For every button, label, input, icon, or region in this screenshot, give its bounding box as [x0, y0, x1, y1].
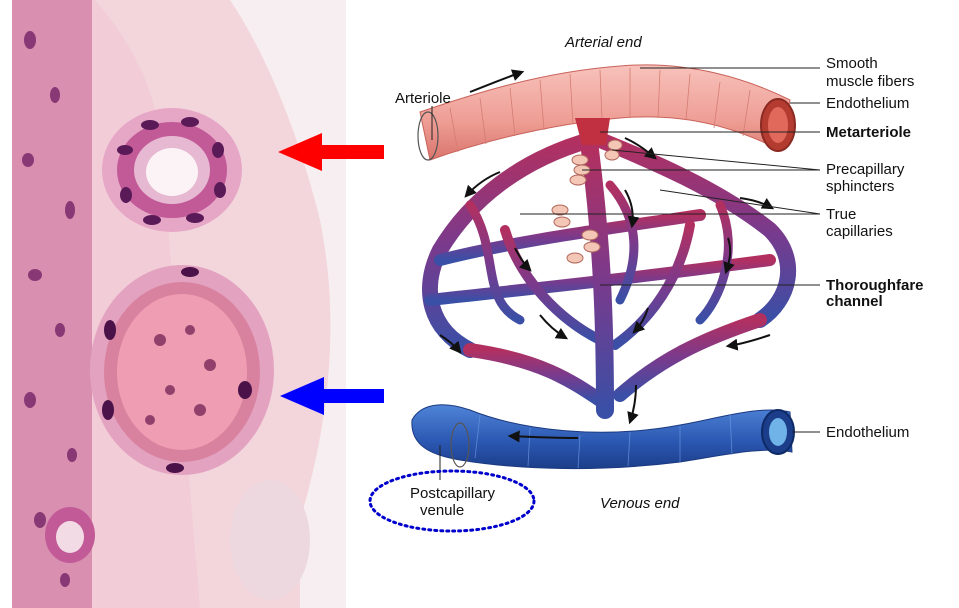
label-arterial-end: Arterial end: [564, 34, 642, 51]
label-postcapillary-line2: venule: [420, 502, 464, 519]
label-smooth-muscle-line2: muscle fibers: [826, 73, 914, 90]
label-endothelium-top: Endothelium: [826, 95, 909, 112]
label-thoroughfare-line1: Thoroughfare: [826, 277, 924, 294]
venule-cross-section: [90, 265, 274, 475]
label-true-capillaries-line1: True: [826, 206, 856, 223]
label-venous-end: Venous end: [600, 495, 680, 512]
label-precapillary-line1: Precapillary: [826, 161, 905, 178]
arteriole-cross-section: [102, 108, 242, 232]
histology-micrograph: [12, 0, 346, 608]
label-smooth-muscle-line1: Smooth: [826, 55, 878, 72]
label-metarteriole: Metarteriole: [826, 124, 911, 141]
label-thoroughfare-line2: channel: [826, 293, 883, 310]
label-endothelium-bottom: Endothelium: [826, 424, 909, 441]
label-precapillary-line2: sphincters: [826, 178, 894, 195]
label-postcapillary-line1: Postcapillary: [410, 485, 496, 502]
label-arteriole: Arteriole: [395, 90, 451, 107]
label-true-capillaries-line2: capillaries: [826, 223, 893, 240]
